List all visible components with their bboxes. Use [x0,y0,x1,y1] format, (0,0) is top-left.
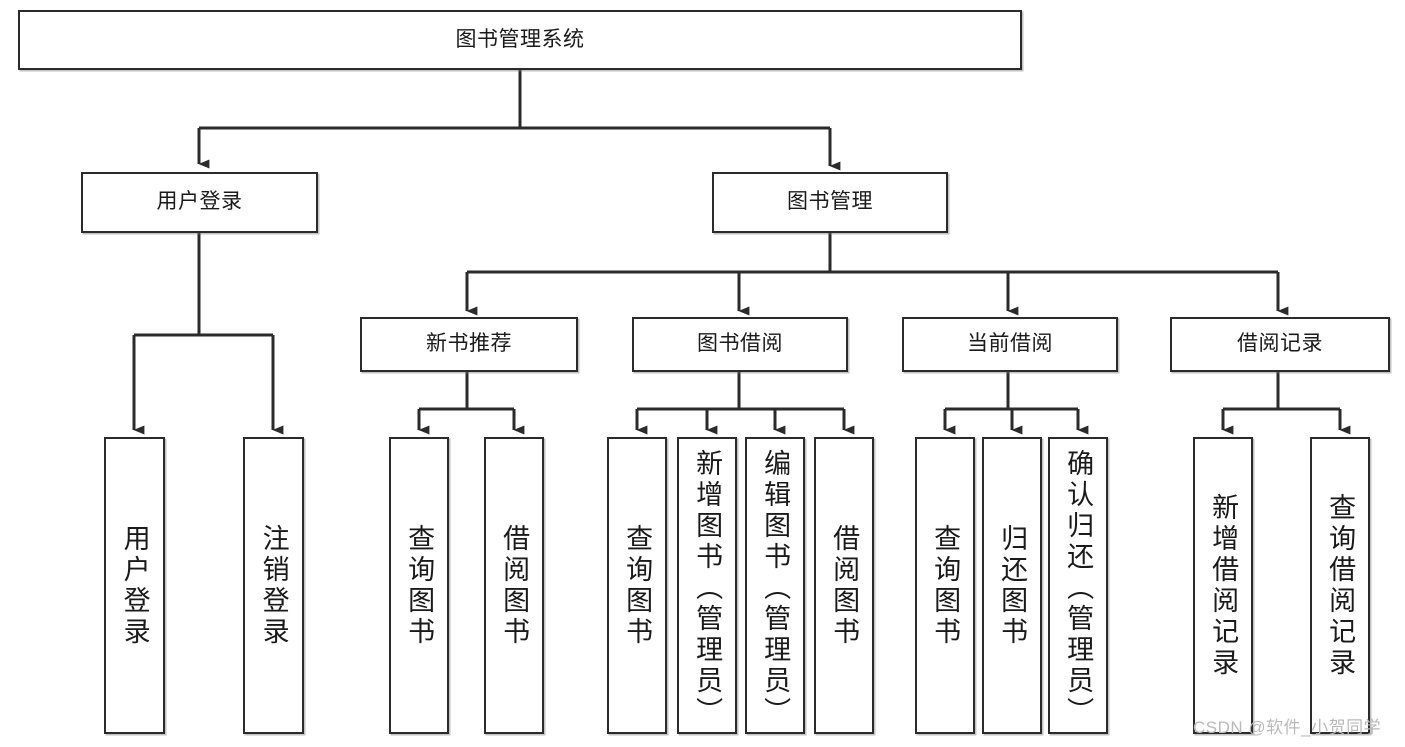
node-user-login[interactable]: 用户登录 [81,172,318,233]
node-label: 图书管理系统 [455,27,585,51]
node-root-book-management-system[interactable]: 图书管理系统 [18,10,1022,70]
node-label: 确认归还（管理员） [1063,449,1094,728]
node-label: 当前借阅 [967,332,1053,356]
node-label: 查询图书 [404,523,435,648]
node-label: 查询图书 [930,523,961,648]
node-label: 新书推荐 [426,332,512,356]
node-book-borrowing[interactable]: 图书借阅 [632,317,848,372]
node-label: 新增图书（管理员） [692,449,723,728]
node-new-book-recommendation[interactable]: 新书推荐 [360,317,578,372]
node-label: 借阅记录 [1237,332,1323,356]
node-label: 图书借阅 [697,332,783,356]
node-label: 借阅图书 [499,523,530,648]
node-leaf-user-login[interactable]: 用户登录 [104,437,165,734]
node-leaf-add-borrow-record[interactable]: 新增借阅记录 [1193,437,1253,734]
node-leaf-borrow-book[interactable]: 借阅图书 [814,437,874,734]
node-label: 编辑图书（管理员） [760,449,791,728]
node-book-management[interactable]: 图书管理 [712,172,948,233]
node-label: 查询借阅记录 [1325,492,1356,679]
node-borrowing-records[interactable]: 借阅记录 [1170,317,1390,372]
node-leaf-add-book-admin[interactable]: 新增图书（管理员） [677,437,737,734]
node-label: 借阅图书 [829,523,860,648]
node-label: 用户登录 [119,523,150,648]
node-label: 图书管理 [787,190,873,214]
node-current-borrowing[interactable]: 当前借阅 [902,317,1118,372]
node-label: 新增借阅记录 [1208,492,1239,679]
node-leaf-return-book[interactable]: 归还图书 [982,437,1042,734]
node-leaf-logout[interactable]: 注销登录 [243,437,304,734]
node-leaf-query-book-recommend[interactable]: 查询图书 [389,437,449,734]
node-label: 归还图书 [997,523,1028,648]
node-label: 查询图书 [622,523,653,648]
node-leaf-borrow-book-recommend[interactable]: 借阅图书 [484,437,544,734]
node-leaf-confirm-return-admin[interactable]: 确认归还（管理员） [1048,437,1108,734]
node-label: 用户登录 [156,190,243,214]
node-leaf-query-book-borrow[interactable]: 查询图书 [607,437,667,734]
node-leaf-query-book-current[interactable]: 查询图书 [915,437,975,734]
node-leaf-query-borrow-record[interactable]: 查询借阅记录 [1310,437,1370,734]
node-leaf-edit-book-admin[interactable]: 编辑图书（管理员） [745,437,805,734]
node-label: 注销登录 [258,523,289,648]
